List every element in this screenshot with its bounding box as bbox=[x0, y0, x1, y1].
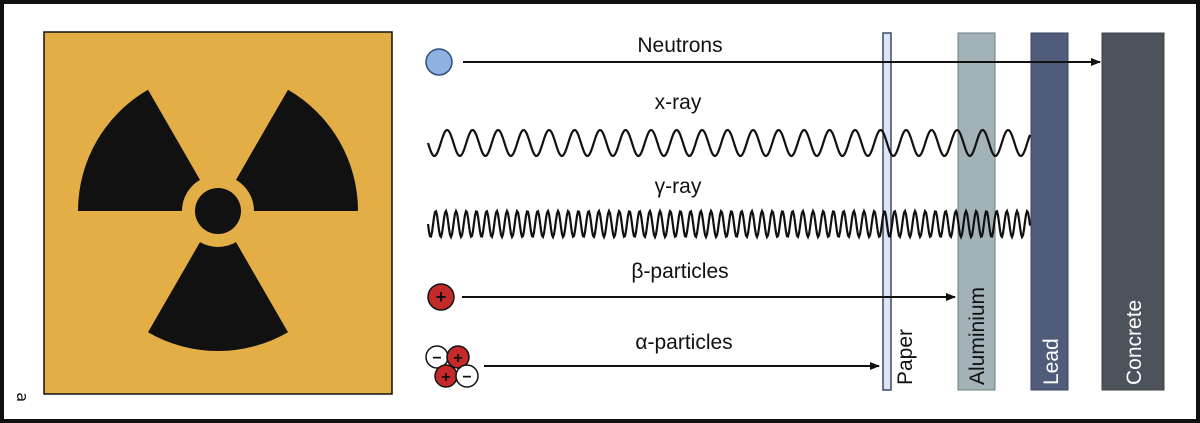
trefoil-blade-right bbox=[236, 89, 358, 211]
gamma-ray-wave bbox=[426, 208, 1032, 240]
ray-beta-particles: + β-particles bbox=[427, 260, 956, 311]
neutron-icon bbox=[425, 48, 453, 76]
alpha-sign-plus-1: + bbox=[453, 350, 462, 367]
ray-alpha-particles: − + + − α-particles bbox=[425, 331, 880, 388]
label-gamma-ray: γ-ray bbox=[655, 175, 702, 198]
label-neutrons: Neutrons bbox=[637, 34, 722, 57]
label-alpha-particles: α-particles bbox=[635, 331, 732, 354]
label-paper: Paper bbox=[894, 329, 917, 385]
x-ray-wave bbox=[426, 128, 1032, 158]
barrier-lead bbox=[1030, 32, 1069, 391]
alpha-sign-plus-2: + bbox=[441, 369, 450, 386]
label-lead: Lead bbox=[1040, 338, 1063, 385]
trefoil-blade-left bbox=[78, 89, 200, 211]
label-aluminium: Aluminium bbox=[966, 287, 989, 385]
ray-neutrons: Neutrons bbox=[425, 34, 1101, 76]
ray-x-ray: x-ray bbox=[426, 91, 1032, 158]
corner-mark: ɐ bbox=[11, 392, 30, 402]
ray-gamma-ray: γ-ray bbox=[426, 175, 1032, 240]
label-beta-particles: β-particles bbox=[631, 260, 728, 283]
radiation-trefoil-icon bbox=[78, 89, 358, 351]
alpha-sign-minus-2: − bbox=[462, 369, 471, 386]
trefoil-blade-bottom bbox=[148, 242, 288, 351]
label-concrete: Concrete bbox=[1123, 300, 1146, 385]
trefoil-center bbox=[195, 188, 241, 234]
barrier-concrete bbox=[1101, 32, 1165, 391]
radiation-hazard-sign: ɐ bbox=[11, 31, 393, 402]
beta-sign: + bbox=[436, 287, 447, 307]
positive-particle-icon: + bbox=[427, 283, 455, 311]
label-x-ray: x-ray bbox=[655, 91, 702, 114]
alpha-particle-icon: − + + − bbox=[425, 345, 479, 388]
alpha-sign-minus-1: − bbox=[432, 350, 441, 367]
